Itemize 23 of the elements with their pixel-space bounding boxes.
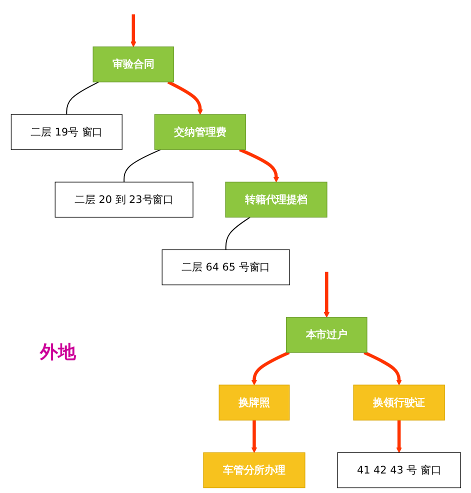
- node-box: 41 42 43 号 窗口: [336, 452, 461, 488]
- node-box: 换牌照: [218, 384, 290, 420]
- arrow: [363, 351, 402, 386]
- node-box: 审验合同: [92, 46, 174, 82]
- node-box: 二层 20 到 23号窗口: [54, 182, 193, 218]
- arrow: [166, 80, 203, 115]
- connector: [123, 149, 161, 183]
- node-box: 车管分所办理: [202, 452, 305, 488]
- arrow: [323, 272, 330, 318]
- node-box: 本市过户: [286, 317, 367, 353]
- node-box: 二层 64 65 号窗口: [161, 249, 290, 286]
- node-box: 二层 19号 窗口: [10, 114, 122, 150]
- arrow: [250, 351, 290, 386]
- node-box: 转籍代理提档: [224, 182, 327, 218]
- note-text: 外地: [40, 341, 76, 364]
- arrow: [238, 148, 279, 182]
- arrow: [130, 14, 136, 48]
- arrow: [396, 420, 402, 453]
- node-box: 交纳管理费: [154, 114, 246, 150]
- connector: [66, 81, 99, 115]
- arrow: [250, 420, 257, 453]
- node-box: 换领行驶证: [352, 384, 444, 420]
- connector: [224, 216, 250, 250]
